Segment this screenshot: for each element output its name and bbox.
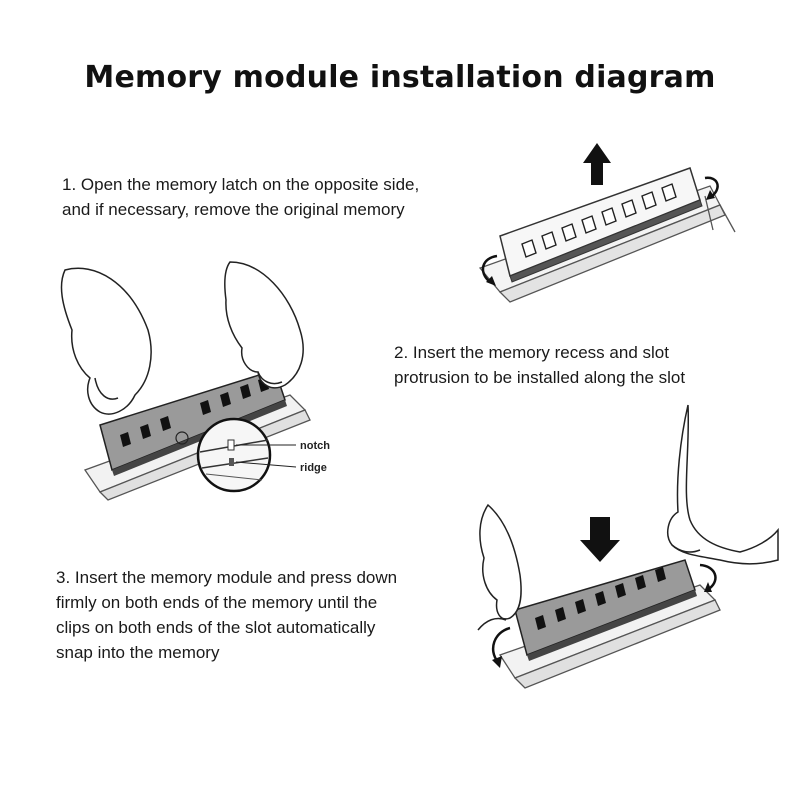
- hand-right-icon: [666, 404, 779, 565]
- step-3-line-2: firmly on both ends of the memory until …: [56, 593, 378, 612]
- ridge-label: ridge: [300, 462, 327, 474]
- step-1-line-2: and if necessary, remove the original me…: [62, 200, 405, 219]
- step-2-instruction: 2. Insert the memory recess and slot pro…: [394, 340, 774, 390]
- diagram-title: Memory module installation diagram: [84, 60, 716, 95]
- memory-module: [499, 167, 703, 283]
- step-3-line-1: 3. Insert the memory module and press do…: [56, 568, 398, 587]
- callout-leaders: [235, 444, 297, 468]
- step-1-instruction: 1. Open the memory latch on the opposite…: [62, 172, 482, 222]
- notch-magnifier: [196, 417, 272, 493]
- step-2-line-2: protrusion to be installed along the slo…: [394, 368, 686, 387]
- hand-right-icon: [224, 261, 304, 389]
- up-arrow-icon: [583, 143, 611, 185]
- latch-open-arrows-icon: [481, 176, 719, 286]
- step-1-line-1: 1. Open the memory latch on the opposite…: [62, 175, 420, 194]
- step-2-line-1: 2. Insert the memory recess and slot: [394, 343, 669, 362]
- notch-label: notch: [300, 440, 330, 452]
- hand-left-icon: [60, 267, 152, 415]
- memory-module: [514, 559, 697, 661]
- step-3-line-3: clips on both ends of the slot automatic…: [56, 618, 376, 637]
- hand-left-icon: [477, 503, 522, 631]
- down-arrow-icon: [580, 517, 620, 562]
- step-3-instruction: 3. Insert the memory module and press do…: [56, 565, 476, 665]
- step-3-line-4: snap into the memory: [56, 643, 220, 662]
- latch-close-arrows-icon: [491, 563, 717, 668]
